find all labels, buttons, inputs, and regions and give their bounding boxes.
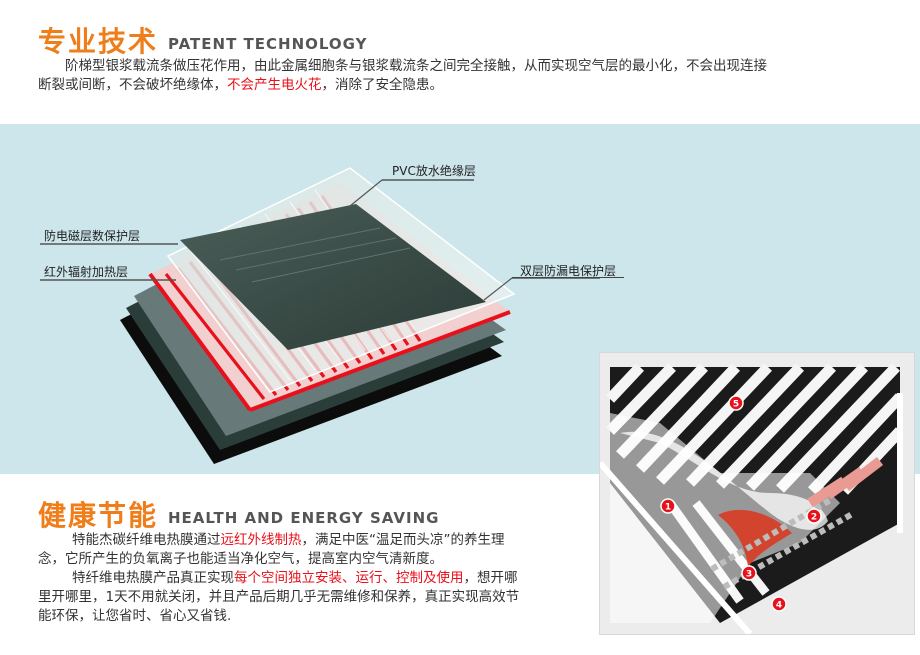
label-pvc-layer: PVC放水绝缘层: [392, 164, 476, 178]
section2-p2-line2: 里开哪里，1天不用就关闭，并且产品后期几乎无需维修和保养，真正实现高效节: [38, 589, 520, 605]
top-sheet-texture: [219, 227, 411, 283]
top-pvc-sheet: [180, 204, 486, 350]
section2-p1-text-b: ，满足中医“温足而头凉”的养生理: [301, 532, 505, 548]
detail-illustration: [597, 363, 905, 636]
section2-p1-text: 特能杰碳纤维电热膜通过: [72, 532, 221, 548]
section2-p1-line1: 特能杰碳纤维电热膜通过远红外线制热，满足中医“温足而头凉”的养生理: [38, 531, 588, 550]
section1-line-1: 阶梯型银浆载流条做压花作用，由此金属细胞条与银浆载流条之间完全接触，从而实现空气…: [65, 58, 767, 74]
label-ir-layer: 红外辐射加热层: [44, 265, 129, 279]
section2-paragraph: 特能杰碳纤维电热膜通过远红外线制热，满足中医“温足而头凉”的养生理 念，它所产生…: [38, 531, 588, 626]
section1-paragraph: 阶梯型银浆载流条做压花作用，由此金属细胞条与银浆载流条之间完全接触，从而实现空气…: [38, 57, 888, 95]
label-emf-layer: 防电磁层数保护层: [44, 229, 141, 243]
marker-3-label: 3: [746, 570, 752, 580]
layer-stack-diagram: [40, 167, 600, 464]
marker-1-label: 1: [665, 503, 671, 513]
callout-pointer-pvc: [349, 179, 383, 207]
marker-4-label: 4: [776, 601, 782, 611]
section2-p2-text-b: ，想开哪: [463, 570, 518, 586]
section2-p2-highlight: 每个空间独立安装、运行、控制及使用: [234, 570, 464, 586]
marker-5-label: 5: [733, 400, 739, 410]
section1-title-en: PATENT TECHNOLOGY: [168, 35, 368, 53]
marker-3: 3: [741, 565, 757, 585]
section1-text-end: ，消除了安全隐患。: [321, 77, 444, 93]
callout-line-leak-ext: [512, 277, 624, 278]
section1-line-2: 断裂或间断，不会破坏绝缘体，不会产生电火花，消除了安全隐患。: [38, 76, 888, 95]
section1-title-cn: 专业技术: [38, 25, 159, 58]
section2-p2-line3: 能环保，让您省时、省心又省钱.: [38, 608, 232, 624]
marker-5: 5: [728, 395, 744, 415]
section2-title-en: HEALTH AND ENERGY SAVING: [168, 509, 440, 527]
section2-p2-text: 特纤维电热膜产品真正实现: [72, 570, 234, 586]
label-leak-layer: 双层防漏电保护层: [520, 264, 617, 278]
marker-2-label: 2: [811, 513, 817, 523]
section1-text: 断裂或间断，不会破坏绝缘体，: [38, 77, 227, 93]
marker-4: 4: [771, 596, 787, 616]
section2-title-cn: 健康节能: [38, 499, 159, 532]
marker-1: 1: [660, 498, 676, 518]
callout-pointer-leak: [483, 277, 513, 301]
detail-inset: 5 1 2 3 4: [597, 352, 915, 636]
section2-p2-line1: 特纤维电热膜产品真正实现每个空间独立安装、运行、控制及使用，想开哪: [38, 569, 588, 588]
section2-p1-highlight: 远红外线制热: [220, 532, 302, 548]
section1-highlight: 不会产生电火花: [227, 77, 322, 93]
marker-2: 2: [806, 508, 822, 528]
section2-p1-line2: 念，它所产生的负氧离子也能适当净化空气，提高室内空气清新度。: [38, 551, 443, 567]
